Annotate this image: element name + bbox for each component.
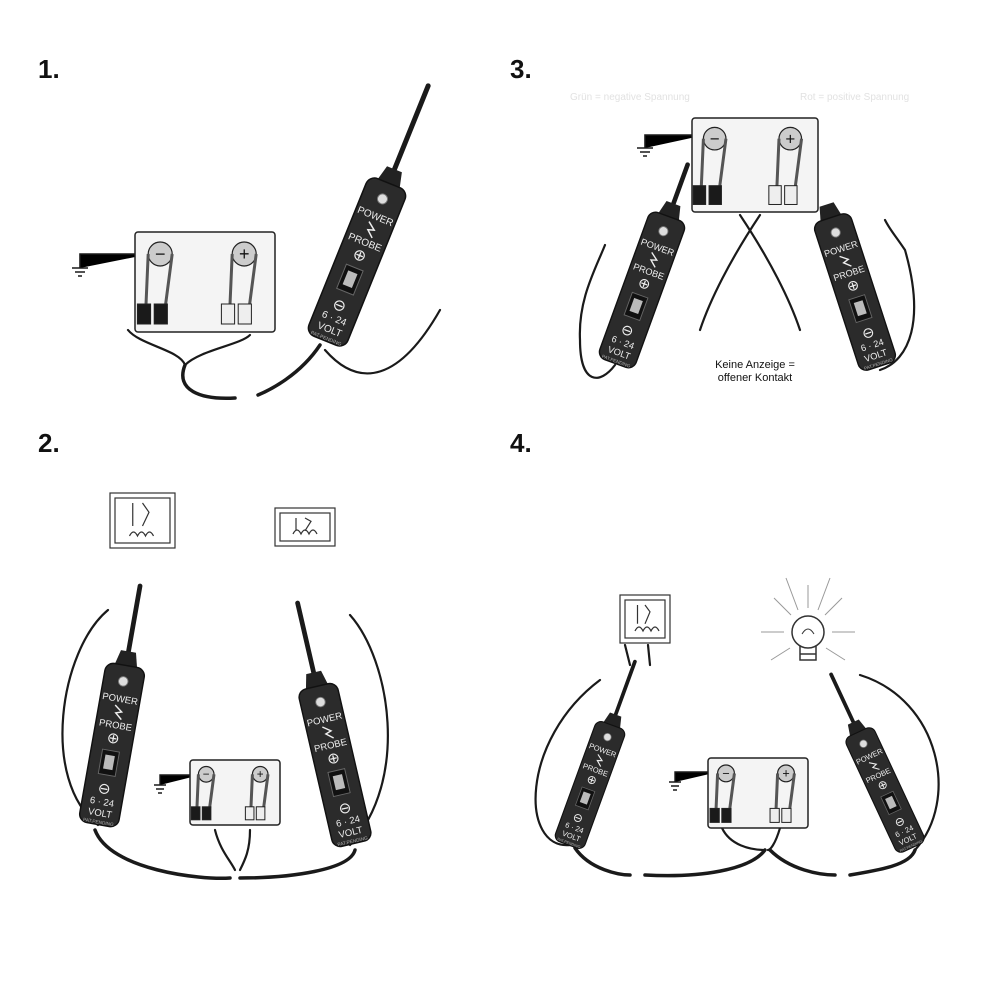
ground-icon xyxy=(72,253,150,277)
led-icon xyxy=(603,732,612,742)
alligator-clip-black xyxy=(692,138,728,205)
terminal-plus: + xyxy=(776,764,795,783)
panel-label-1: 1. xyxy=(38,54,60,84)
wires xyxy=(61,213,940,880)
minus-icon: ⊖ xyxy=(330,296,349,317)
terminal-sign: + xyxy=(257,768,264,781)
terminal-sign: + xyxy=(239,244,250,264)
terminal-plus: + xyxy=(231,241,257,267)
terminal-sign: − xyxy=(203,768,210,781)
terminal-sign: + xyxy=(782,767,789,781)
probe-body xyxy=(307,177,407,347)
label-voltage-range: 6 · 24 xyxy=(89,795,115,810)
probe-body xyxy=(298,682,372,848)
plus-icon: ⊕ xyxy=(845,277,862,296)
probe-body xyxy=(845,727,925,853)
minus-icon: ⊖ xyxy=(618,322,635,341)
terminal-sign: + xyxy=(785,129,795,148)
header-negative: Grün = negative Spannung xyxy=(570,92,690,103)
panel-label-2: 2. xyxy=(38,428,60,458)
alligator-clip-black xyxy=(709,773,736,823)
lightning-icon xyxy=(839,255,852,267)
alligator-clip-red xyxy=(769,773,796,823)
panel-label-4: 4. xyxy=(510,428,532,458)
probe-tip xyxy=(295,600,317,675)
label-patent: PAT.PENDING xyxy=(83,817,115,828)
lightning-icon xyxy=(366,221,376,239)
label-voltage-range: 6 · 24 xyxy=(335,814,361,830)
plus-icon: ⊕ xyxy=(350,246,369,267)
minus-icon: ⊖ xyxy=(337,799,353,818)
alligator-clip-red xyxy=(244,774,270,821)
alligator-clip-red xyxy=(220,253,258,325)
terminal-sign: − xyxy=(155,244,166,264)
probe-tip xyxy=(829,672,856,724)
relay-icon xyxy=(274,507,336,547)
ground-icon xyxy=(154,774,200,794)
relay-icon xyxy=(619,594,671,644)
plus-icon: ⊕ xyxy=(105,729,120,748)
led-icon xyxy=(859,739,868,748)
led-icon xyxy=(117,676,129,687)
battery: −+ xyxy=(707,757,809,829)
alligator-clip-black xyxy=(190,774,216,821)
terminal-minus: − xyxy=(716,764,735,783)
probe-tip xyxy=(126,583,143,654)
probe-tip xyxy=(613,659,637,717)
terminal-plus: + xyxy=(251,765,269,783)
caption-line-1: Keine Anzeige = xyxy=(715,359,795,371)
alligator-clip-red xyxy=(768,138,804,205)
terminal-minus: − xyxy=(702,126,727,151)
label-volt: VOLT xyxy=(338,825,364,841)
lightning-icon xyxy=(868,762,880,770)
light-bulb-icon xyxy=(761,577,855,661)
probe-tip xyxy=(391,83,431,172)
plus-icon: ⊕ xyxy=(585,772,599,789)
battery: −+ xyxy=(134,231,276,333)
lightning-icon xyxy=(596,754,604,767)
label-volt: VOLT xyxy=(87,806,113,821)
probe-body xyxy=(78,662,146,828)
ground-icon xyxy=(669,771,718,791)
panel-label-3: 3. xyxy=(510,54,532,84)
minus-icon: ⊖ xyxy=(96,780,111,799)
terminal-minus: − xyxy=(197,765,215,783)
terminal-sign: − xyxy=(710,129,720,148)
minus-icon: ⊖ xyxy=(571,810,585,827)
plus-icon: ⊕ xyxy=(325,749,341,768)
lightning-icon xyxy=(322,726,334,739)
lightning-icon xyxy=(114,704,124,721)
led-icon xyxy=(315,696,326,708)
probe-body xyxy=(813,213,897,371)
caption-line-2: offener Kontakt xyxy=(718,372,792,384)
probe-body xyxy=(554,721,626,849)
lightning-icon xyxy=(649,252,659,268)
probe-tip xyxy=(671,162,690,206)
ground-icon xyxy=(637,134,705,157)
battery: −+ xyxy=(691,117,819,213)
plus-icon: ⊕ xyxy=(635,275,652,294)
terminal-sign: − xyxy=(722,767,729,781)
probe-body xyxy=(598,211,686,369)
battery: −+ xyxy=(189,759,281,826)
terminal-plus: + xyxy=(778,126,803,151)
led-icon xyxy=(658,226,669,237)
minus-icon: ⊖ xyxy=(860,324,877,343)
relay-icon xyxy=(109,492,176,549)
alligator-clip-black xyxy=(136,253,174,325)
header-positive: Rot = positive Spannung xyxy=(800,92,909,103)
led-icon xyxy=(830,227,841,238)
terminal-minus: − xyxy=(147,241,173,267)
led-icon xyxy=(376,193,388,205)
